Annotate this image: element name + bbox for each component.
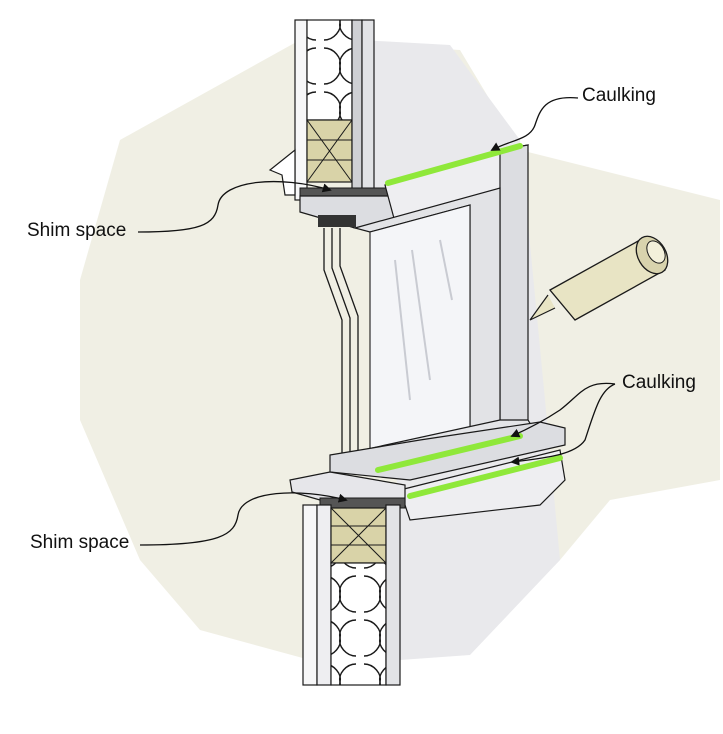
window-frame <box>499 144 529 441</box>
leader-shim-top <box>137 181 332 233</box>
shim-space-label-top: Shim space <box>27 220 127 241</box>
leader-shim-bottom <box>139 492 348 546</box>
jamb-profile <box>318 215 359 455</box>
glass-pane <box>369 204 471 456</box>
shim-space-label-bottom: Shim space <box>30 532 130 553</box>
lower-wall-section <box>302 504 401 686</box>
upper-drip-cap <box>268 148 296 196</box>
caulk-bead-head <box>385 143 523 186</box>
upper-wall-section <box>294 19 375 201</box>
leader-caulking-bottom-a <box>510 382 616 438</box>
leader-caulking-top <box>490 96 579 151</box>
caulking-label-top: Caulking <box>582 85 656 106</box>
caulk-tube-icon <box>529 235 669 321</box>
caulk-bead-sill-outer <box>407 455 563 499</box>
caulking-label-bottom: Caulking <box>622 372 696 393</box>
leader-caulking-bottom-b <box>510 383 616 466</box>
caulk-bead-sill-inner <box>375 433 523 473</box>
